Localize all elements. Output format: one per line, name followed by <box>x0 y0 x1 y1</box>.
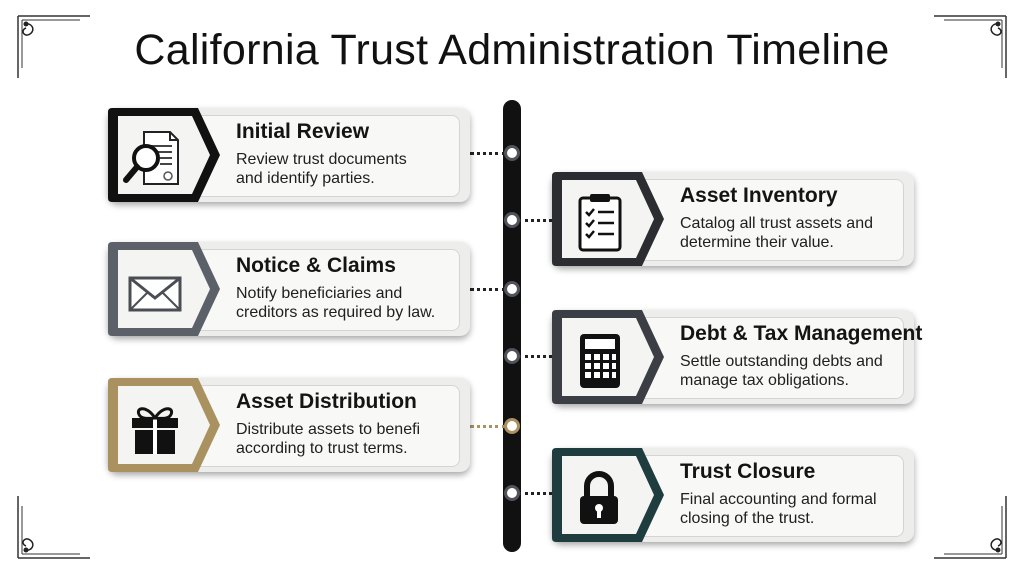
step-description-line: closing of the trust. <box>680 510 815 527</box>
step-heading: Trust Closure <box>680 460 816 483</box>
step-description-line: Settle outstanding debts and <box>680 353 883 370</box>
step-card-notice-claims: Notice & Claims Notify beneficiaries and… <box>108 242 470 336</box>
step-heading: Asset Inventory <box>680 184 838 207</box>
document-magnifier-icon <box>122 126 188 192</box>
step-description: Distribute assets to benefi according to… <box>236 420 464 458</box>
connector-initial-review <box>470 152 506 155</box>
step-description: Settle outstanding debts and manage tax … <box>680 352 908 390</box>
step-description-line: according to trust terms. <box>236 440 408 457</box>
step-description-line: Final accounting and formal <box>680 491 877 508</box>
connector-notice-claims <box>470 288 506 291</box>
step-heading: Notice & Claims <box>236 254 396 277</box>
step-card-initial-review: Initial Review Review trust documents an… <box>108 108 470 202</box>
step-heading: Debt & Tax Management <box>680 322 923 345</box>
corner-ornament-icon <box>934 496 1007 559</box>
timeline-node <box>504 485 520 501</box>
timeline-node <box>504 418 520 434</box>
step-description-line: determine their value. <box>680 234 834 251</box>
step-heading: Initial Review <box>236 120 370 143</box>
step-card-asset-inventory: Asset Inventory Catalog all trust assets… <box>552 172 914 266</box>
connector-asset-inventory <box>518 219 558 222</box>
connector-asset-distribution <box>470 425 506 428</box>
step-heading: Asset Distribution <box>236 390 417 413</box>
connector-trust-closure <box>518 492 558 495</box>
corner-ornament-icon <box>17 15 90 78</box>
step-description-line: Distribute assets to benefi <box>236 421 421 438</box>
step-description: Final accounting and formal closing of t… <box>680 490 908 528</box>
step-description-line: Notify beneficiaries and <box>236 285 403 302</box>
timeline-node <box>504 145 520 161</box>
step-description-line: Review trust documents <box>236 151 407 168</box>
step-card-asset-distribution: Asset Distribution Distribute assets to … <box>108 378 470 472</box>
step-description-line: and identify parties. <box>236 170 375 187</box>
calculator-icon <box>566 328 632 394</box>
timeline-node <box>504 348 520 364</box>
timeline-node <box>504 281 520 297</box>
page-title: California Trust Administration Timeline <box>134 26 890 74</box>
step-description-line: manage tax obligations. <box>680 372 849 389</box>
corner-ornament-icon <box>17 496 90 559</box>
step-card-debt-tax: Debt & Tax Management Settle outstanding… <box>552 310 922 404</box>
padlock-icon <box>566 466 632 532</box>
gift-icon <box>122 396 188 462</box>
step-description-line: creditors as required by law. <box>236 304 436 321</box>
corner-ornament-icon <box>934 15 1007 78</box>
step-description-line: Catalog all trust assets and <box>680 215 873 232</box>
connector-debt-tax <box>518 355 558 358</box>
step-description: Catalog all trust assets and determine t… <box>680 214 908 252</box>
step-card-trust-closure: Trust Closure Final accounting and forma… <box>552 448 914 542</box>
clipboard-checklist-icon <box>566 190 632 256</box>
envelope-icon <box>122 260 188 326</box>
step-description: Review trust documents and identify part… <box>236 150 464 188</box>
timeline-node <box>504 212 520 228</box>
step-description: Notify beneficiaries and creditors as re… <box>236 284 464 322</box>
